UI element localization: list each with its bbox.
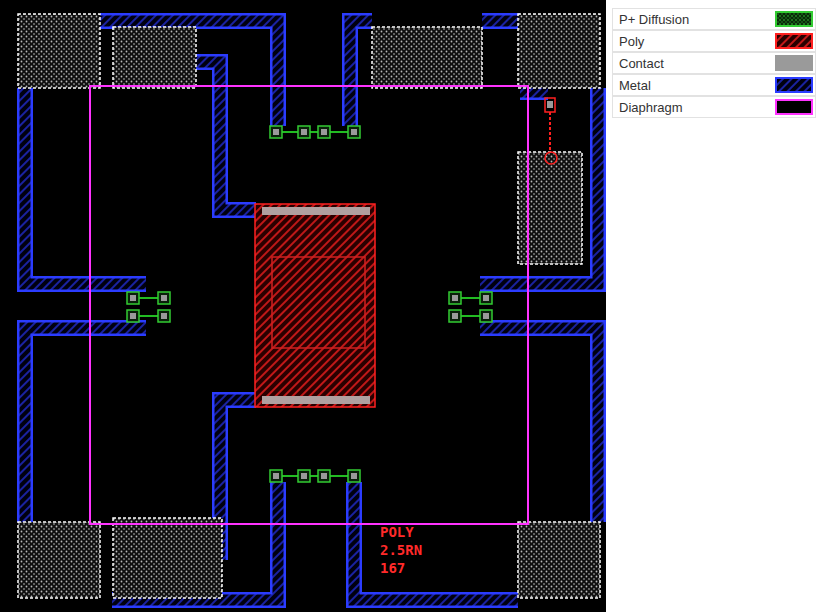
legend-row: Diaphragm [612, 96, 816, 118]
legend-row: Metal [612, 74, 816, 96]
legend-swatch [775, 33, 813, 49]
layer-label: 167 [380, 560, 405, 576]
legend-text: Poly [619, 34, 644, 49]
layer-label: POLY [380, 524, 414, 540]
legend-text: Diaphragm [619, 100, 683, 115]
legend-row: P+ Diffusion [612, 8, 816, 30]
legend-swatch [775, 77, 813, 93]
legend-text: Metal [619, 78, 651, 93]
legend-text: P+ Diffusion [619, 12, 689, 27]
layer-label: 2.5RN [380, 542, 422, 558]
legend-swatch [775, 99, 813, 115]
legend-row: Poly [612, 30, 816, 52]
legend-swatch [775, 55, 813, 71]
legend-text: Contact [619, 56, 664, 71]
legend-row: Contact [612, 52, 816, 74]
legend-swatch [775, 11, 813, 27]
